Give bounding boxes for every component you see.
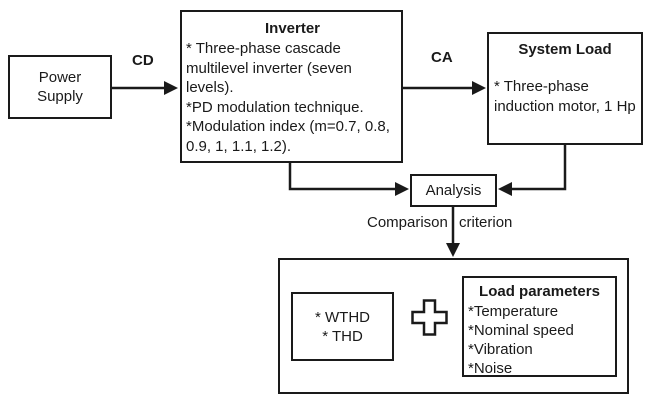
- inverter-text-line: multilevel inverter (seven: [186, 59, 352, 77]
- comparison-criterion-label: Comparison criterion: [367, 214, 513, 231]
- power-supply-text-line: Power: [38, 68, 82, 86]
- arrowhead-into-results: [446, 243, 460, 257]
- ca-arrow-label: CA: [431, 49, 453, 66]
- plus-icon-shape: [411, 299, 448, 336]
- load-parameters-text-line: *Temperature: [468, 303, 559, 320]
- inverter-text-line: *PD modulation technique.: [186, 98, 364, 116]
- spacer: [489, 60, 641, 77]
- system-load-title: System Load: [518, 41, 612, 58]
- power-supply-box: Power Supply: [8, 55, 112, 119]
- load-parameters-text-line: *Vibration: [468, 341, 533, 358]
- inverter-text-line: 0.9, 1, 1.1, 1.2).: [186, 137, 292, 155]
- thd-text-line: * THD: [322, 327, 363, 345]
- load-parameters-box: Load parameters *Temperature *Nominal sp…: [462, 276, 617, 377]
- inverter-box: Inverter * Three-phase cascade multileve…: [180, 10, 403, 163]
- inverter-text-line: *Modulation index (m=0.7, 0.8,: [186, 118, 390, 135]
- connector-systemload-analysis: [512, 144, 567, 191]
- inverter-text-line: * Three-phase cascade: [186, 40, 341, 57]
- plus-icon: [411, 299, 448, 336]
- inverter-title: Inverter: [264, 20, 321, 37]
- load-parameters-text-line: *Nominal speed: [468, 322, 574, 339]
- arrowhead-into-systemload: [472, 81, 486, 95]
- load-parameters-text-line: *Noise: [468, 360, 513, 377]
- arrowhead-into-inverter: [164, 81, 178, 95]
- system-load-text-line: * Three-phase: [494, 78, 589, 95]
- analysis-label: Analysis: [425, 181, 482, 199]
- inverter-text-line: levels).: [186, 79, 234, 96]
- arrowhead-into-analysis-left: [395, 182, 409, 196]
- thd-box: * WTHD * THD: [291, 292, 394, 361]
- connector-inverter-analysis: [288, 162, 395, 191]
- load-parameters-title: Load parameters: [479, 283, 600, 300]
- arrowhead-into-analysis-right: [498, 182, 512, 196]
- cd-arrow-label: CD: [132, 52, 154, 69]
- analysis-box: Analysis: [410, 174, 497, 207]
- power-supply-text-line: Supply: [37, 88, 83, 105]
- system-load-box: System Load * Three-phase induction moto…: [487, 32, 643, 145]
- system-load-text-line: induction motor, 1 Hp: [494, 97, 636, 115]
- thd-text-line: * WTHD: [315, 308, 370, 326]
